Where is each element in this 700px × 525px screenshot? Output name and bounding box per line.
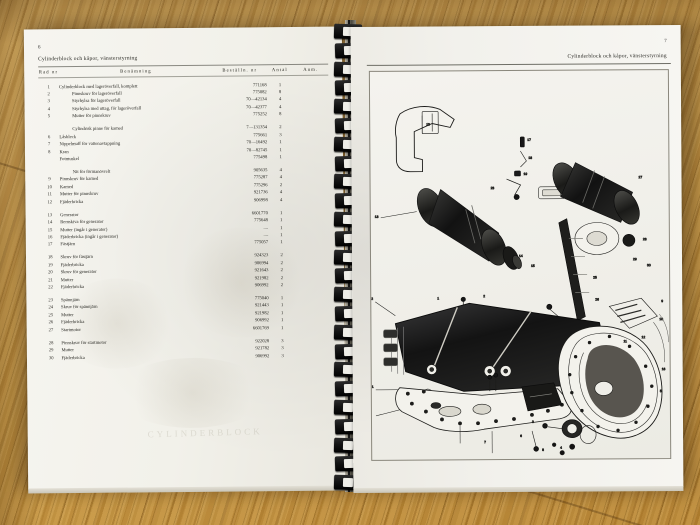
svg-text:30: 30 xyxy=(647,263,651,267)
left-page-folio: 6 xyxy=(37,45,41,51)
col-header-rad: Rad nr xyxy=(38,69,59,75)
svg-text:26: 26 xyxy=(595,297,599,301)
svg-text:12: 12 xyxy=(641,335,645,339)
svg-text:14: 14 xyxy=(519,254,523,258)
svg-text:25: 25 xyxy=(593,276,597,280)
svg-text:16: 16 xyxy=(662,367,666,371)
svg-text:19: 19 xyxy=(523,172,527,176)
svg-text:29: 29 xyxy=(633,257,637,261)
right-page-header-rule xyxy=(366,63,671,66)
col-header-anm: Anm. xyxy=(303,67,319,73)
svg-text:10: 10 xyxy=(659,317,663,321)
cell-rad: 30 xyxy=(48,354,54,360)
svg-text:15: 15 xyxy=(531,264,535,268)
svg-text:6: 6 xyxy=(520,434,522,438)
right-page[interactable]: 7 Cylinderblock och kåpor, vänsterstyrni… xyxy=(350,24,684,494)
cell-anm xyxy=(296,352,331,360)
left-page-section-title: Cylinderblock och kåpor, vänsterstyrning xyxy=(38,55,138,63)
spiral-comb-binding xyxy=(333,20,369,492)
cell-best: 906992 xyxy=(255,352,270,358)
svg-text:8: 8 xyxy=(542,448,544,452)
svg-text:9: 9 xyxy=(661,299,663,303)
cell-ant: 3 xyxy=(281,352,284,358)
left-page-content: 6 Cylinderblock och kåpor, vänsterstyrni… xyxy=(38,43,331,362)
right-page-folio: 7 xyxy=(664,39,667,45)
table-row: 30 Fjäderbricka 906992 3 xyxy=(41,352,331,362)
svg-text:28: 28 xyxy=(643,237,647,241)
cell-ben: Fjäderbricka xyxy=(61,354,85,360)
svg-text:11: 11 xyxy=(624,339,628,343)
svg-text:7: 7 xyxy=(484,440,486,444)
svg-text:1: 1 xyxy=(437,296,439,300)
left-page[interactable]: CYLINDERBLOCK 6 Cylinderblock och kåpor,… xyxy=(23,26,347,494)
exploded-parts-illustration: 13 13 14 15 xyxy=(371,106,669,456)
svg-text:2: 2 xyxy=(483,294,485,298)
svg-text:13: 13 xyxy=(426,123,430,127)
svg-text:4: 4 xyxy=(560,446,562,450)
figure-frame: 13 13 14 15 xyxy=(368,69,672,461)
paper-blotch-3 xyxy=(116,357,268,429)
svg-text:3: 3 xyxy=(532,420,534,424)
col-header-antal: Antal xyxy=(271,67,288,73)
svg-text:27: 27 xyxy=(639,175,643,179)
svg-text:5: 5 xyxy=(660,389,662,393)
svg-text:1: 1 xyxy=(372,385,374,389)
svg-text:2: 2 xyxy=(371,297,373,301)
svg-text:18: 18 xyxy=(528,156,532,160)
paper-watermark: CYLINDERBLOCK xyxy=(147,426,263,440)
col-header-bestallnr: Beställn. nr xyxy=(222,67,258,74)
svg-text:17: 17 xyxy=(527,138,531,142)
svg-text:13: 13 xyxy=(375,215,379,219)
svg-text:23: 23 xyxy=(491,186,495,190)
right-page-section-title: Cylinderblock och kåpor, vänsterstyrning xyxy=(567,53,667,60)
